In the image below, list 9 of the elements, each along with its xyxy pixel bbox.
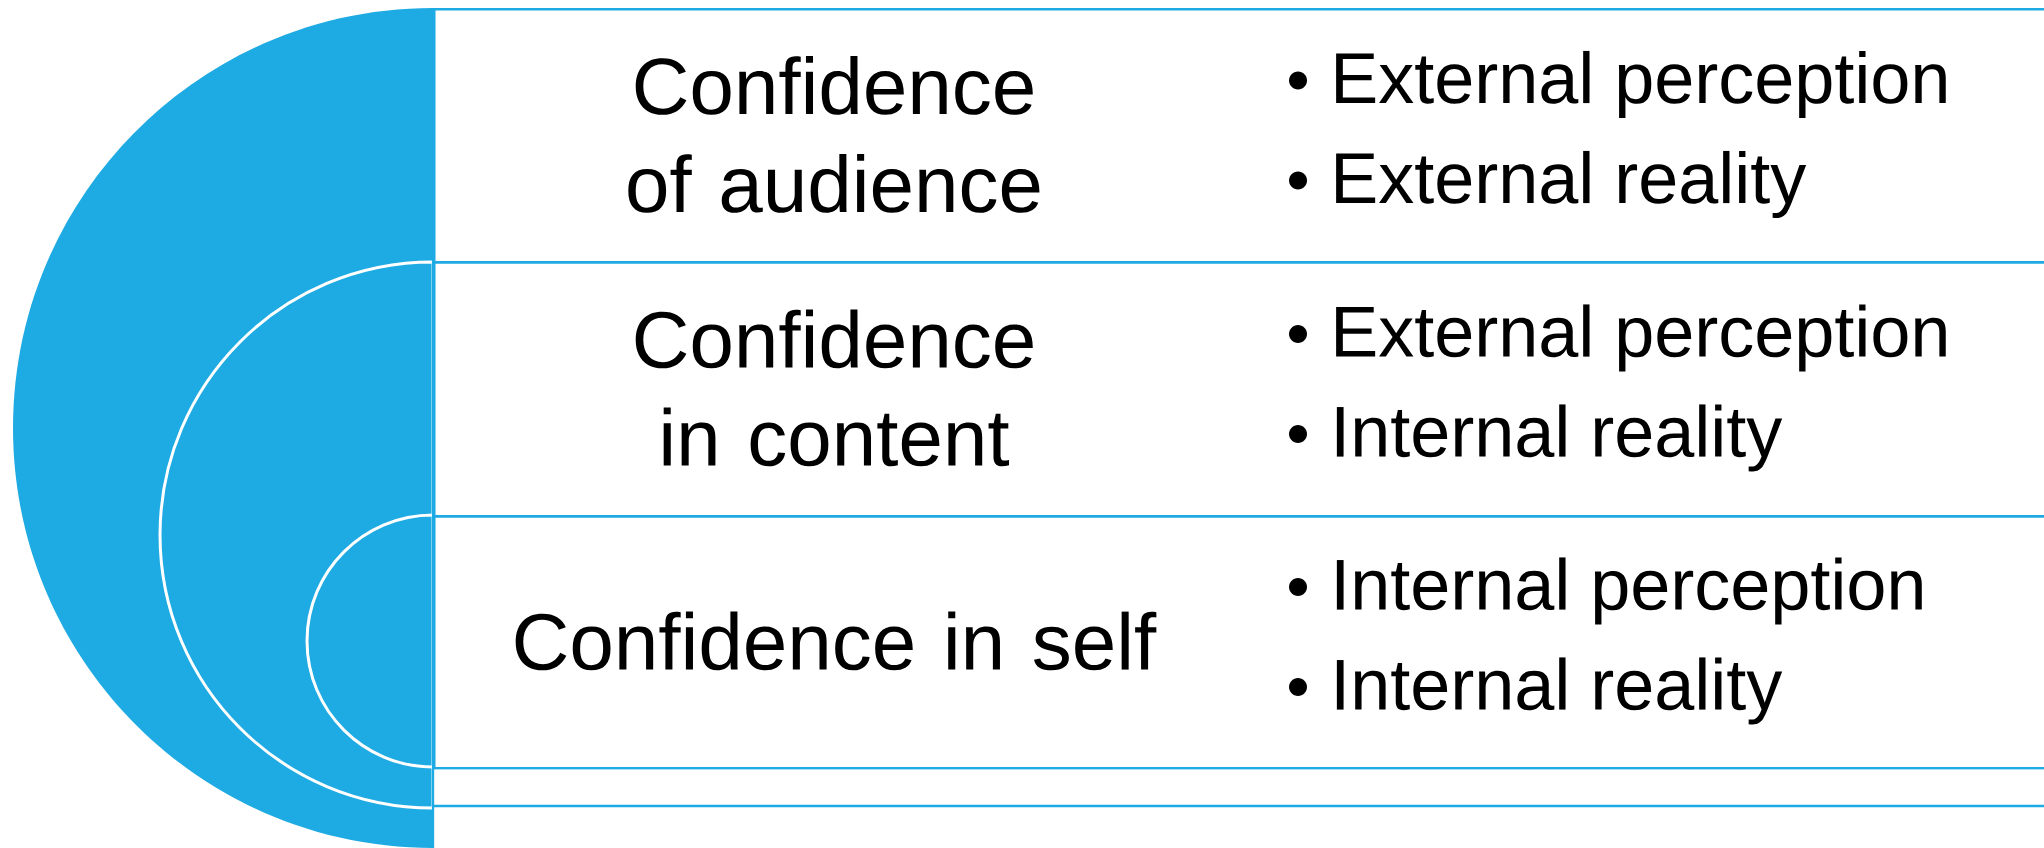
bullet-item: Internal reality (1336, 657, 1783, 725)
bullet-item: Internal reality (1336, 404, 1783, 472)
heading: Confidence of audience (628, 56, 1040, 213)
heading: Confidence in self (515, 611, 1157, 671)
bullet-item: External reality (1336, 150, 1807, 219)
bullet-item: Internal perception (1336, 557, 1922, 625)
bullet-item: External perception (1336, 50, 1946, 119)
bullet-item: External perception (1336, 304, 1946, 372)
heading: Confidence in content (635, 309, 1033, 467)
